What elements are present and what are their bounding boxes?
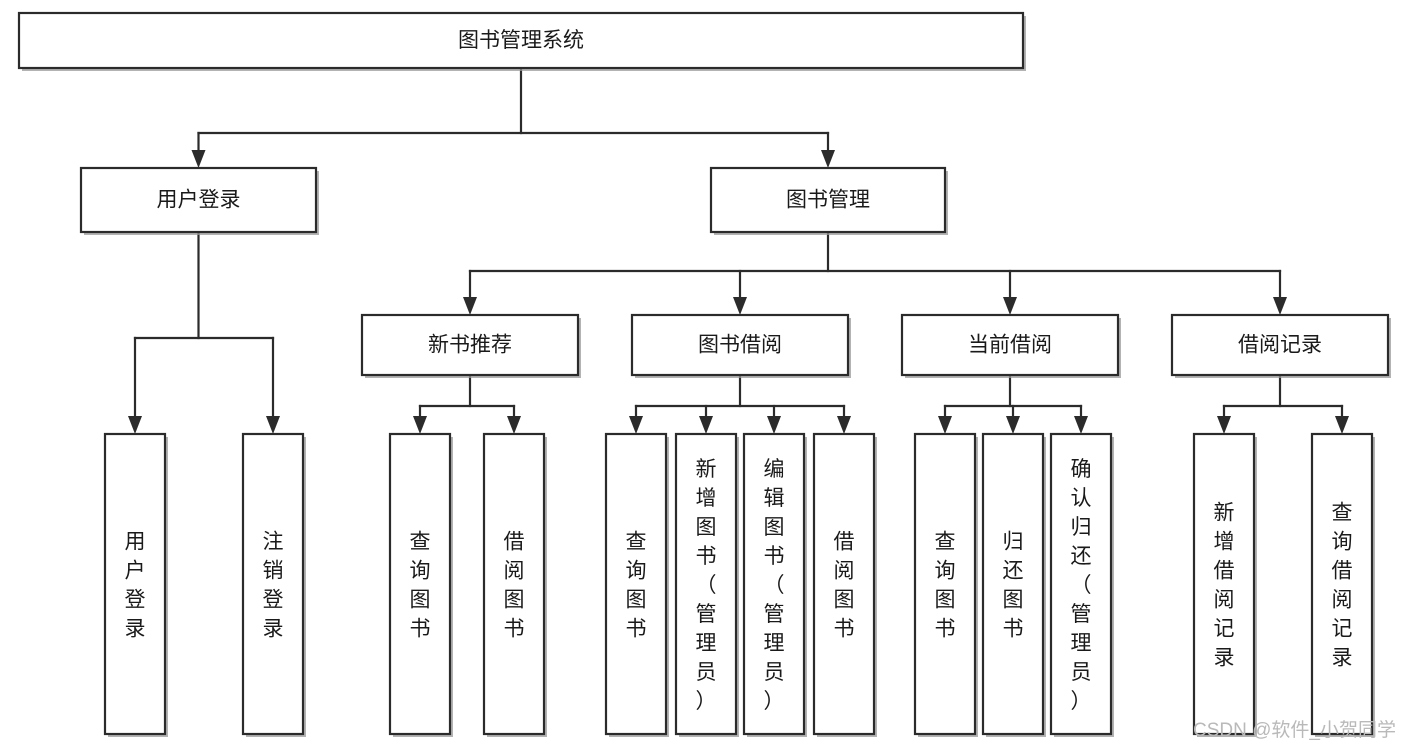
- node-box-l3-2-leaf-2[interactable]: 确认归还（管理员）: [1049, 432, 1114, 737]
- node-layer: 图书管理系统用户登录图书管理用户登录注销登录新书推荐查询图书借阅图书图书借阅查询…: [17, 11, 1391, 737]
- node-rect[interactable]: [241, 432, 305, 736]
- arrow-head-icon: [507, 416, 521, 434]
- node-box-l3-2-leaf-0[interactable]: 查询图书: [913, 432, 978, 737]
- node-box-l2-0-leaf-0[interactable]: 用户登录: [103, 432, 168, 737]
- node-rect[interactable]: [812, 432, 876, 736]
- node-rect[interactable]: [1170, 313, 1390, 377]
- node-box-l3-1[interactable]: 图书借阅: [630, 313, 851, 378]
- node-box-l3-2-leaf-1[interactable]: 归还图书: [981, 432, 1046, 737]
- node-label: 确认归还（管理员）: [1071, 458, 1092, 713]
- node-label: 图书管理系统: [458, 29, 584, 52]
- node-rect[interactable]: [742, 432, 806, 736]
- node-label: 新书推荐: [428, 334, 512, 357]
- node-box-l3-3-leaf-0[interactable]: 新增借阅记录: [1192, 432, 1257, 737]
- node-label: 当前借阅: [968, 334, 1052, 357]
- node-rect[interactable]: [900, 313, 1120, 377]
- node-label: 新增图书（管理员）: [696, 458, 717, 713]
- node-label: 查询图书: [410, 531, 431, 641]
- arrow-head-icon: [629, 416, 643, 434]
- node-rect[interactable]: [360, 313, 580, 377]
- node-rect[interactable]: [604, 432, 668, 736]
- node-rect[interactable]: [482, 432, 546, 736]
- node-rect[interactable]: [1049, 432, 1113, 736]
- arrow-head-icon: [1217, 416, 1231, 434]
- arrow-head-icon: [938, 416, 952, 434]
- node-box-l3-1-leaf-2[interactable]: 编辑图书（管理员）: [742, 432, 807, 737]
- arrow-head-icon: [1273, 297, 1287, 315]
- node-label: 用户登录: [125, 531, 146, 641]
- node-box-l3-1-leaf-3[interactable]: 借阅图书: [812, 432, 877, 737]
- node-label: 新增借阅记录: [1214, 502, 1235, 670]
- node-box-l2-0[interactable]: 用户登录: [79, 166, 319, 235]
- node-label: 借阅图书: [834, 531, 855, 641]
- node-box-l3-0-leaf-1[interactable]: 借阅图书: [482, 432, 547, 737]
- node-box-l2-1[interactable]: 图书管理: [709, 166, 948, 235]
- arrow-head-icon: [821, 150, 835, 168]
- arrow-head-icon: [837, 416, 851, 434]
- node-label: 查询借阅记录: [1332, 502, 1353, 670]
- arrow-head-icon: [1006, 416, 1020, 434]
- node-label: 查询图书: [935, 531, 956, 641]
- arrow-head-icon: [1003, 297, 1017, 315]
- node-box-l3-1-leaf-1[interactable]: 新增图书（管理员）: [674, 432, 739, 737]
- arrow-head-icon: [266, 416, 280, 434]
- node-rect[interactable]: [1192, 432, 1256, 736]
- node-label: 图书借阅: [698, 334, 782, 357]
- node-rect[interactable]: [388, 432, 452, 736]
- node-rect[interactable]: [17, 11, 1025, 70]
- node-label: 用户登录: [157, 189, 241, 212]
- arrow-head-icon: [767, 416, 781, 434]
- node-box-l3-3[interactable]: 借阅记录: [1170, 313, 1391, 378]
- arrow-head-icon: [128, 416, 142, 434]
- node-rect[interactable]: [913, 432, 977, 736]
- connector-layer: [128, 66, 1349, 434]
- arrow-head-icon: [733, 297, 747, 315]
- arrow-head-icon: [699, 416, 713, 434]
- arrow-head-icon: [413, 416, 427, 434]
- node-label: 查询图书: [626, 531, 647, 641]
- node-box-l2-0-leaf-1[interactable]: 注销登录: [241, 432, 306, 737]
- node-label: 图书管理: [786, 189, 870, 212]
- node-label: 编辑图书（管理员）: [764, 458, 785, 713]
- node-rect[interactable]: [79, 166, 318, 234]
- arrow-head-icon: [1335, 416, 1349, 434]
- node-rect[interactable]: [630, 313, 850, 377]
- node-rect[interactable]: [709, 166, 947, 234]
- node-box-l3-2[interactable]: 当前借阅: [900, 313, 1121, 378]
- node-box-root[interactable]: 图书管理系统: [17, 11, 1026, 71]
- node-rect[interactable]: [1310, 432, 1374, 736]
- node-rect[interactable]: [981, 432, 1045, 736]
- node-box-l3-1-leaf-0[interactable]: 查询图书: [604, 432, 669, 737]
- arrow-head-icon: [1074, 416, 1088, 434]
- node-label: 归还图书: [1003, 531, 1024, 641]
- csdn-watermark: CSDN @软件_小贺同学: [1193, 719, 1396, 741]
- arrow-head-icon: [463, 297, 477, 315]
- arrow-head-icon: [191, 150, 206, 168]
- node-label: 借阅记录: [1238, 334, 1322, 357]
- node-label: 借阅图书: [504, 531, 525, 641]
- node-box-l3-3-leaf-1[interactable]: 查询借阅记录: [1310, 432, 1375, 737]
- node-rect[interactable]: [674, 432, 738, 736]
- node-box-l3-0[interactable]: 新书推荐: [360, 313, 581, 378]
- node-rect[interactable]: [103, 432, 167, 736]
- node-box-l3-0-leaf-0[interactable]: 查询图书: [388, 432, 453, 737]
- node-label: 注销登录: [263, 531, 284, 641]
